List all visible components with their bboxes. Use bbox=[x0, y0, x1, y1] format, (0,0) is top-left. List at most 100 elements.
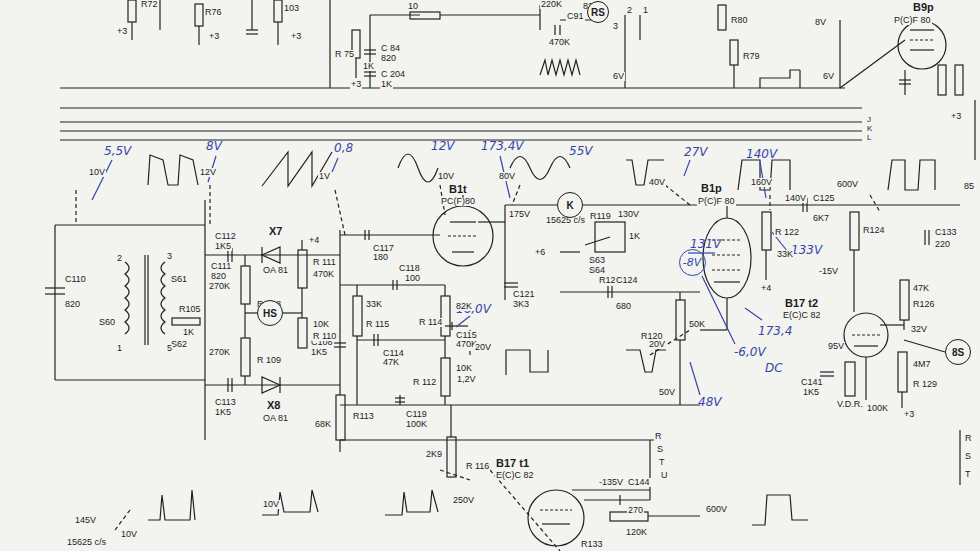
part-label: +4 bbox=[308, 236, 320, 245]
part-label: C 204 bbox=[380, 70, 406, 79]
part-label: J bbox=[866, 116, 872, 124]
part-label: C 84 bbox=[380, 44, 401, 53]
part-label: R 110 bbox=[312, 332, 337, 341]
part-label: PC(F)80 bbox=[440, 197, 476, 206]
part-label: C144 bbox=[627, 478, 651, 487]
part-label: 33K bbox=[776, 250, 794, 259]
part-label: C112 bbox=[214, 232, 237, 241]
part-label: 1K bbox=[628, 232, 641, 241]
tube-name: B1p bbox=[700, 183, 723, 194]
part-label: 50K bbox=[688, 320, 706, 329]
part-label: C141 bbox=[800, 378, 824, 387]
part-label: 47K bbox=[382, 358, 400, 367]
part-label: +3 bbox=[208, 32, 220, 41]
circle-text: K bbox=[566, 200, 573, 211]
part-label: 32V bbox=[910, 325, 928, 334]
part-label: R 75 bbox=[334, 50, 355, 59]
part-label: 220K bbox=[540, 0, 563, 9]
part-label: 820 bbox=[380, 54, 397, 63]
measured-voltage-note: 55V bbox=[568, 145, 593, 157]
part-label: 820 bbox=[64, 300, 81, 309]
part-label: T bbox=[658, 458, 666, 467]
part-label: 3 bbox=[166, 252, 173, 261]
part-label: S60 bbox=[98, 318, 116, 327]
part-label: 270K bbox=[208, 348, 231, 357]
part-label: +3 bbox=[950, 112, 962, 121]
part-label: 4M7 bbox=[912, 360, 932, 369]
part-label: P(C)F 80 bbox=[697, 197, 736, 206]
part-label: U bbox=[660, 471, 669, 480]
part-label: 50V bbox=[658, 388, 676, 397]
part-label: 10V bbox=[437, 172, 455, 181]
part-label: S64 bbox=[588, 266, 606, 275]
part-label: 1K5 bbox=[214, 408, 232, 417]
part-label: 2 bbox=[116, 254, 123, 263]
part-label: R133 bbox=[580, 540, 604, 549]
part-label: 1 bbox=[642, 6, 649, 15]
measured-voltage-note: 5,5V bbox=[103, 145, 132, 157]
part-label: R76 bbox=[204, 8, 223, 17]
part-label: +4 bbox=[760, 284, 772, 293]
part-label: 6V bbox=[822, 72, 835, 81]
reference-circle: 8S bbox=[945, 339, 971, 365]
part-label: C111 bbox=[210, 262, 232, 271]
part-label: 600V bbox=[705, 505, 728, 514]
part-label: S61 bbox=[170, 275, 188, 284]
part-label: 6K7 bbox=[812, 214, 830, 223]
part-label: 470K bbox=[548, 38, 571, 47]
measured-voltage-note: 133V bbox=[790, 244, 823, 256]
part-label: 6V bbox=[612, 72, 625, 81]
tube-name: B17 t2 bbox=[784, 298, 819, 309]
tube-name: X8 bbox=[266, 400, 281, 411]
part-label: -15V bbox=[818, 267, 839, 276]
measured-voltage-note: 12V bbox=[430, 140, 455, 152]
part-label: R 116 bbox=[465, 462, 490, 471]
part-label: 1,2V bbox=[456, 375, 477, 384]
circle-text: RS bbox=[591, 7, 605, 18]
part-label: 8V bbox=[814, 18, 827, 27]
circle-text: 8S bbox=[952, 347, 964, 358]
part-label: 10V bbox=[88, 168, 106, 177]
part-label: R79 bbox=[742, 52, 761, 61]
part-label: R 114 bbox=[418, 318, 443, 327]
part-label: R 112 bbox=[412, 378, 437, 387]
part-label: 220 bbox=[934, 240, 951, 249]
part-label: +3 bbox=[350, 80, 362, 89]
part-label: 180 bbox=[372, 253, 389, 262]
part-label: S bbox=[964, 452, 972, 461]
part-label: 470K bbox=[312, 270, 335, 279]
part-label: 68K bbox=[314, 420, 332, 429]
part-label: +3 bbox=[116, 27, 128, 36]
part-label: OA 81 bbox=[262, 266, 289, 275]
part-label: 40V bbox=[648, 178, 666, 187]
part-label: +3 bbox=[290, 32, 302, 41]
part-label: 120K bbox=[625, 528, 648, 537]
part-label: 140V bbox=[784, 194, 807, 203]
part-label: -135V bbox=[598, 478, 624, 487]
part-label: 130V bbox=[617, 210, 640, 219]
circle-text: HS bbox=[263, 308, 277, 319]
part-label: 10 bbox=[407, 2, 419, 11]
part-label: 5 bbox=[166, 344, 173, 353]
part-label: K bbox=[866, 125, 873, 133]
tube-name: B17 t1 bbox=[495, 458, 530, 469]
tube-name: B9p bbox=[912, 2, 935, 13]
part-label: 2 bbox=[626, 6, 633, 15]
part-label: C117 bbox=[372, 244, 395, 253]
circle-text: -8V bbox=[683, 256, 702, 269]
measured-voltage-note: -6,0V bbox=[733, 346, 767, 358]
part-label: S63 bbox=[588, 256, 606, 265]
measured-voltage-note: 173,4 bbox=[757, 325, 793, 337]
part-label: R126 bbox=[912, 300, 936, 309]
part-label: 33K bbox=[365, 300, 383, 309]
part-label: 600V bbox=[836, 180, 859, 189]
part-label: 10V bbox=[262, 500, 280, 509]
part-label: 820 bbox=[210, 272, 227, 281]
part-label: 3 bbox=[612, 22, 619, 31]
measured-voltage-note: DC bbox=[764, 362, 784, 374]
part-label: R124 bbox=[862, 226, 886, 235]
part-label: 270K bbox=[208, 282, 231, 291]
part-label: R80 bbox=[730, 16, 749, 25]
measured-voltage-note: 0,8 bbox=[333, 142, 354, 154]
part-label: +6 bbox=[534, 248, 546, 257]
